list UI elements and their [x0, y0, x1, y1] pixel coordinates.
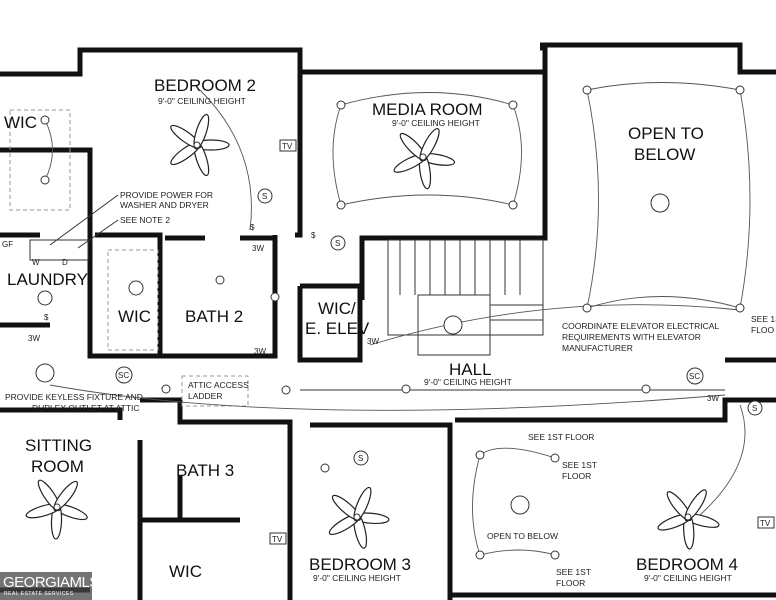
tv-label: TV [272, 535, 283, 544]
ceiling-fan-icon [170, 113, 230, 177]
room-label-sitting: SITTING [25, 436, 92, 455]
note-power-2: WASHER AND DRYER [120, 200, 209, 210]
washer-label: W [32, 258, 40, 267]
note-floor-3: FLOO [751, 325, 775, 335]
smoke-detector-label: S [262, 192, 267, 201]
room-label-bath-3: BATH 3 [176, 461, 234, 480]
note-see-1st: SEE 1ST [562, 460, 597, 470]
note-keyless: PROVIDE KEYLESS FIXTURE AND [5, 392, 143, 402]
smoke-detector-label: S [752, 404, 757, 413]
ceiling-height-bedroom-3: 9'-0" CEILING HEIGHT [313, 573, 401, 583]
room-label-media-room: MEDIA ROOM [372, 100, 483, 119]
walls [0, 42, 776, 600]
note-attic: ATTIC ACCESS [188, 380, 249, 390]
room-label-wic-elev: WIC/ [318, 299, 356, 318]
room-label-room: ROOM [31, 457, 84, 476]
ceiling-height-bedroom-2: 9'-0" CEILING HEIGHT [158, 96, 246, 106]
ceiling-fan-icon [393, 127, 456, 190]
note-elevator-3: MANUFACTURER [562, 343, 633, 353]
room-label-laundry: LAUNDRY [7, 270, 88, 289]
open-to-below-label: OPEN TO BELOW [487, 531, 558, 541]
symbols: S S S S SC SC TV TV TV 3W 3W 3W 3W 3W GF… [2, 139, 775, 545]
watermark-tagline: REAL ESTATE SERVICES [4, 591, 74, 597]
note-floor-2: FLOOR [556, 578, 585, 588]
ceiling-fan-icon [328, 486, 390, 549]
note-see-note-2: SEE NOTE 2 [120, 215, 170, 225]
ceiling-height-media-room: 9'-0" CEILING HEIGHT [392, 118, 480, 128]
note-see-1st-2: SEE 1ST [556, 567, 591, 577]
note-keyless-2: DUPLEX OUTLET AT ATTIC [32, 403, 140, 413]
note-see-1st-3: SEE 1S [751, 314, 776, 324]
note-elevator: COORDINATE ELEVATOR ELECTRICAL [562, 321, 719, 331]
dryer-label: D [62, 258, 68, 267]
ceiling-fan-icon [25, 479, 88, 540]
switch-icon: $ [44, 313, 49, 322]
tv-label: TV [282, 142, 293, 151]
three-way-label: 3W [254, 347, 266, 356]
ceiling-fan-icon [657, 489, 720, 550]
room-label-elev: E. ELEV [305, 319, 370, 338]
note-attic-2: LADDER [188, 391, 222, 401]
three-way-label: 3W [28, 334, 40, 343]
note-see-1st-floor: SEE 1ST FLOOR [528, 432, 594, 442]
room-label-hall: HALL [449, 360, 492, 379]
switch-icon: $ [250, 223, 255, 232]
room-label-open-to: OPEN TO [628, 124, 704, 143]
note-power: PROVIDE POWER FOR [120, 190, 213, 200]
light-fixtures [35, 85, 745, 560]
room-label-wic-2: WIC [118, 307, 151, 326]
ceiling-height-hall: 9'-0" CEILING HEIGHT [424, 377, 512, 387]
ceiling-height-bedroom-4: 9'-0" CEILING HEIGHT [644, 573, 732, 583]
note-elevator-2: REQUIREMENTS WITH ELEVATOR [562, 332, 701, 342]
room-label-wic: WIC [4, 113, 37, 132]
tv-label: TV [760, 519, 771, 528]
three-way-label: 3W [367, 337, 379, 346]
watermark-logo: GEORGIAMLS REAL ESTATE SERVICES [0, 572, 99, 600]
gfi-label: GF [2, 240, 13, 249]
room-label-bath-2: BATH 2 [185, 307, 243, 326]
watermark-brand: GEORGIAMLS [3, 574, 99, 591]
three-way-label: 3W [252, 244, 264, 253]
room-label-wic-3: WIC [169, 562, 202, 581]
room-label-below: BELOW [634, 145, 695, 164]
smoke-detector-label: S [335, 239, 340, 248]
room-label-bedroom-3: BEDROOM 3 [309, 555, 411, 574]
smoke-co-label: SC [689, 372, 700, 381]
room-label-bedroom-2: BEDROOM 2 [154, 76, 256, 95]
smoke-co-label: SC [118, 371, 129, 380]
ceiling-fan-icons [25, 113, 720, 550]
three-way-label: 3W [707, 394, 719, 403]
switch-icon: $ [311, 231, 316, 240]
attic-access-ladder [181, 375, 249, 407]
smoke-detector-label: S [358, 454, 363, 463]
room-label-bedroom-4: BEDROOM 4 [636, 555, 738, 574]
staircase [387, 239, 544, 356]
note-floor: FLOOR [562, 471, 591, 481]
